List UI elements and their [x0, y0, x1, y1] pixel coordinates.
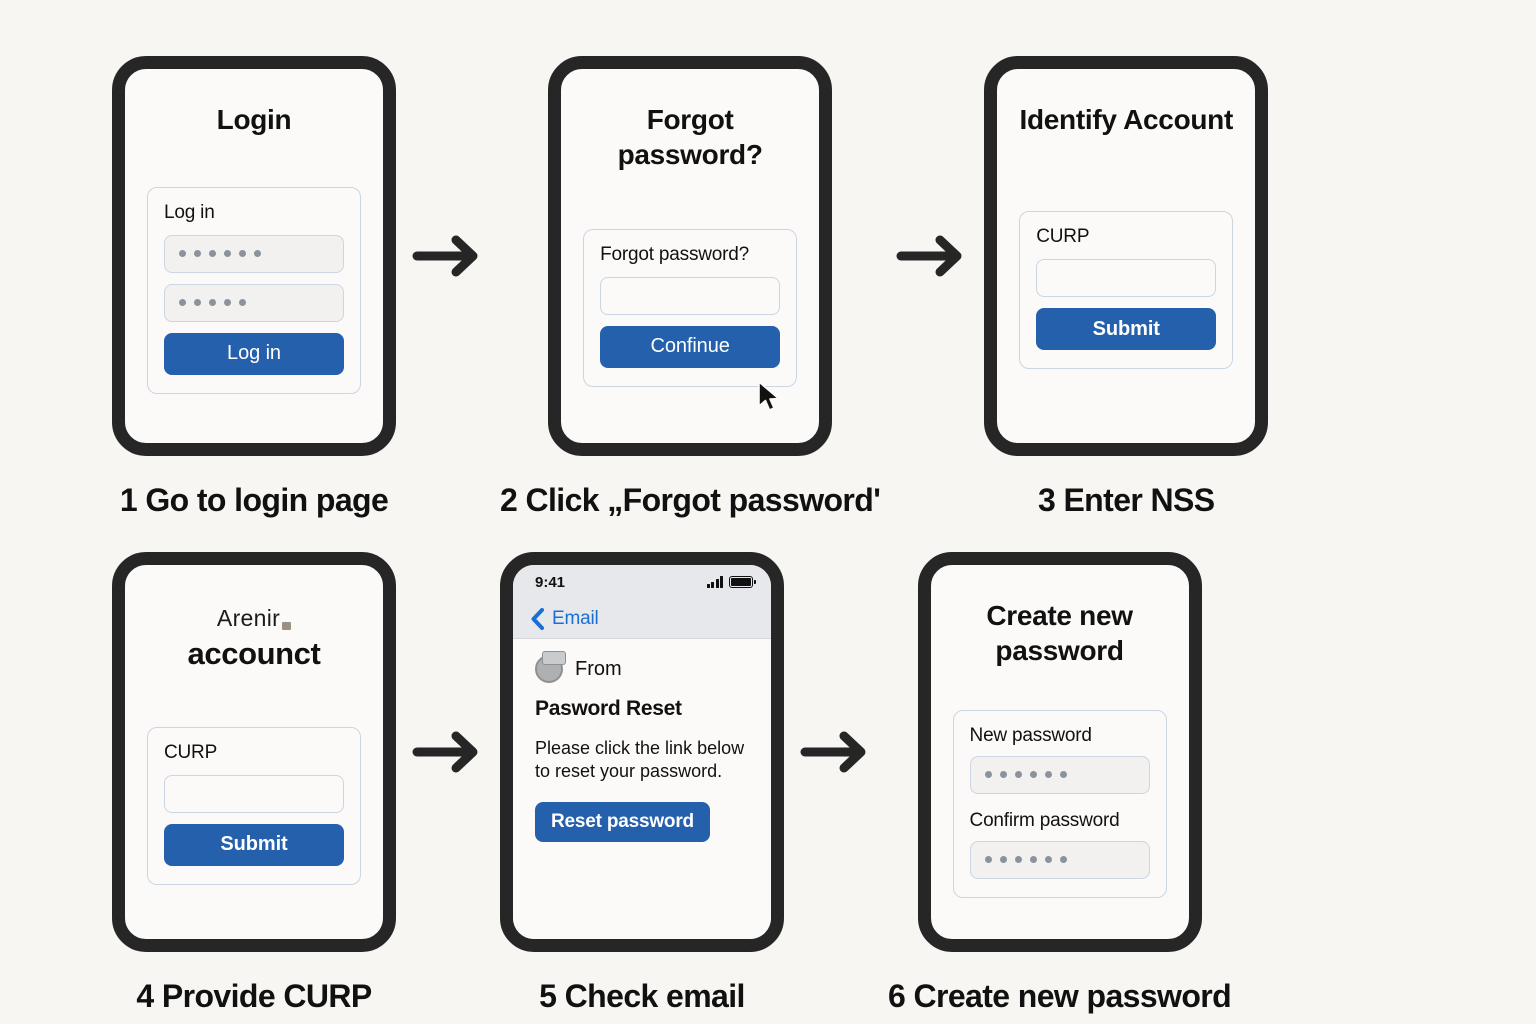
- identify-account-card: CURP Submit: [1019, 211, 1234, 370]
- arrow-step2-to-step3: [880, 56, 984, 456]
- phone-frame-6: Create new password New password Confirm…: [917, 552, 1202, 952]
- arrow-step4-to-step5: [396, 552, 500, 952]
- avatar: [535, 651, 566, 683]
- from-label: From: [575, 657, 622, 680]
- phone-frame-2: Forgot password? Forgot password? Confin…: [548, 56, 833, 456]
- masked-value: [984, 771, 1067, 779]
- curp-label: CURP: [1036, 226, 1090, 248]
- battery-icon: [729, 576, 756, 588]
- arrow-step1-to-step2: [396, 56, 500, 456]
- arrow-step5-to-step6: [784, 552, 888, 952]
- email-input[interactable]: [600, 276, 781, 315]
- new-password-card: New password Confirm password: [952, 709, 1167, 898]
- login-form-card: Log in Log in: [147, 186, 361, 394]
- status-time: 9:41: [535, 573, 566, 591]
- brand-name: Arenir: [216, 605, 292, 632]
- step-caption: 5 Check email: [539, 978, 745, 1014]
- username-field[interactable]: [164, 234, 344, 273]
- phone-frame-3: Identify Account CURP Submit: [984, 56, 1269, 456]
- curp-input[interactable]: [164, 774, 344, 813]
- step-caption: 6 Create new password: [888, 978, 1232, 1014]
- submit-button[interactable]: Submit: [164, 823, 344, 866]
- flow-row-bottom: Arenir accounct CURP Submit 4 Provide CU…: [112, 552, 1232, 1015]
- mail-subject: Pasword Reset: [535, 697, 682, 720]
- step-6-create-new-password: Create new password New password Confirm…: [888, 552, 1232, 1015]
- mail-body-line-2: to reset your password.: [535, 761, 723, 782]
- page-title: Identify Account: [1019, 104, 1234, 135]
- confirm-password-label: Confirm password: [969, 809, 1120, 831]
- step-caption: 4 Provide CURP: [136, 978, 372, 1014]
- sender-row: From: [535, 651, 749, 683]
- curp-input[interactable]: [1036, 259, 1217, 298]
- brand-mark-icon: [282, 622, 292, 630]
- status-icons: [706, 576, 756, 588]
- signal-bars-icon: [706, 576, 723, 588]
- mail-body: From Pasword Reset Please click the link…: [513, 639, 771, 939]
- new-password-label: New password: [969, 724, 1092, 746]
- phone-frame-5: 9:41 Email: [500, 552, 784, 952]
- forgot-password-card: Forgot password? Confinue: [583, 228, 798, 387]
- phone-frame-4: Arenir accounct CURP Submit: [112, 552, 396, 952]
- brand-word-text: Arenir: [216, 605, 281, 631]
- password-field[interactable]: [164, 283, 344, 322]
- masked-value: [179, 250, 261, 258]
- continue-button[interactable]: Confinue: [600, 325, 781, 368]
- masked-value: [984, 856, 1067, 864]
- curp-form-card: CURP Submit: [147, 726, 361, 885]
- login-button[interactable]: Log in: [164, 332, 344, 375]
- reset-password-button[interactable]: Reset password: [535, 801, 710, 842]
- back-to-email-label[interactable]: Email: [552, 607, 599, 629]
- confirm-password-field[interactable]: [969, 840, 1150, 879]
- step-3-identify-account: Identify Account CURP Submit 3 Enter NSS: [984, 56, 1269, 519]
- page-title: Login: [216, 104, 292, 135]
- flow-row-top: Login Log in Log in: [112, 56, 1269, 519]
- brand-lockup: Arenir accounct: [188, 605, 321, 672]
- new-password-field[interactable]: [969, 755, 1150, 794]
- submit-button[interactable]: Submit: [1036, 308, 1217, 351]
- status-bar: 9:41: [513, 565, 771, 599]
- mail-navbar: Email: [513, 599, 771, 639]
- page-title: Forgot password?: [617, 104, 763, 170]
- form-label: Log in: [164, 201, 215, 223]
- step-4-provide-curp: Arenir accounct CURP Submit 4 Provide CU…: [112, 552, 396, 1015]
- step-caption: 3 Enter NSS: [1037, 482, 1215, 518]
- step-5-check-email: 9:41 Email: [500, 552, 784, 1015]
- step-caption: 2 Click „Forgot password': [500, 482, 881, 518]
- step-caption: 1 Go to login page: [119, 482, 389, 518]
- masked-value: [179, 299, 246, 307]
- chevron-left-icon[interactable]: [531, 607, 544, 630]
- step-1-login: Login Log in Log in: [112, 56, 396, 519]
- step-2-forgot-password: Forgot password? Forgot password? Confin…: [500, 56, 881, 519]
- form-label: Forgot password?: [600, 243, 749, 265]
- curp-label: CURP: [164, 741, 218, 763]
- phone-frame-1: Login Log in Log in: [112, 56, 396, 456]
- page-title: Create new password: [986, 600, 1133, 666]
- mail-body-line-1: Please click the link below: [535, 738, 745, 758]
- brand-subtitle: accounct: [187, 636, 321, 671]
